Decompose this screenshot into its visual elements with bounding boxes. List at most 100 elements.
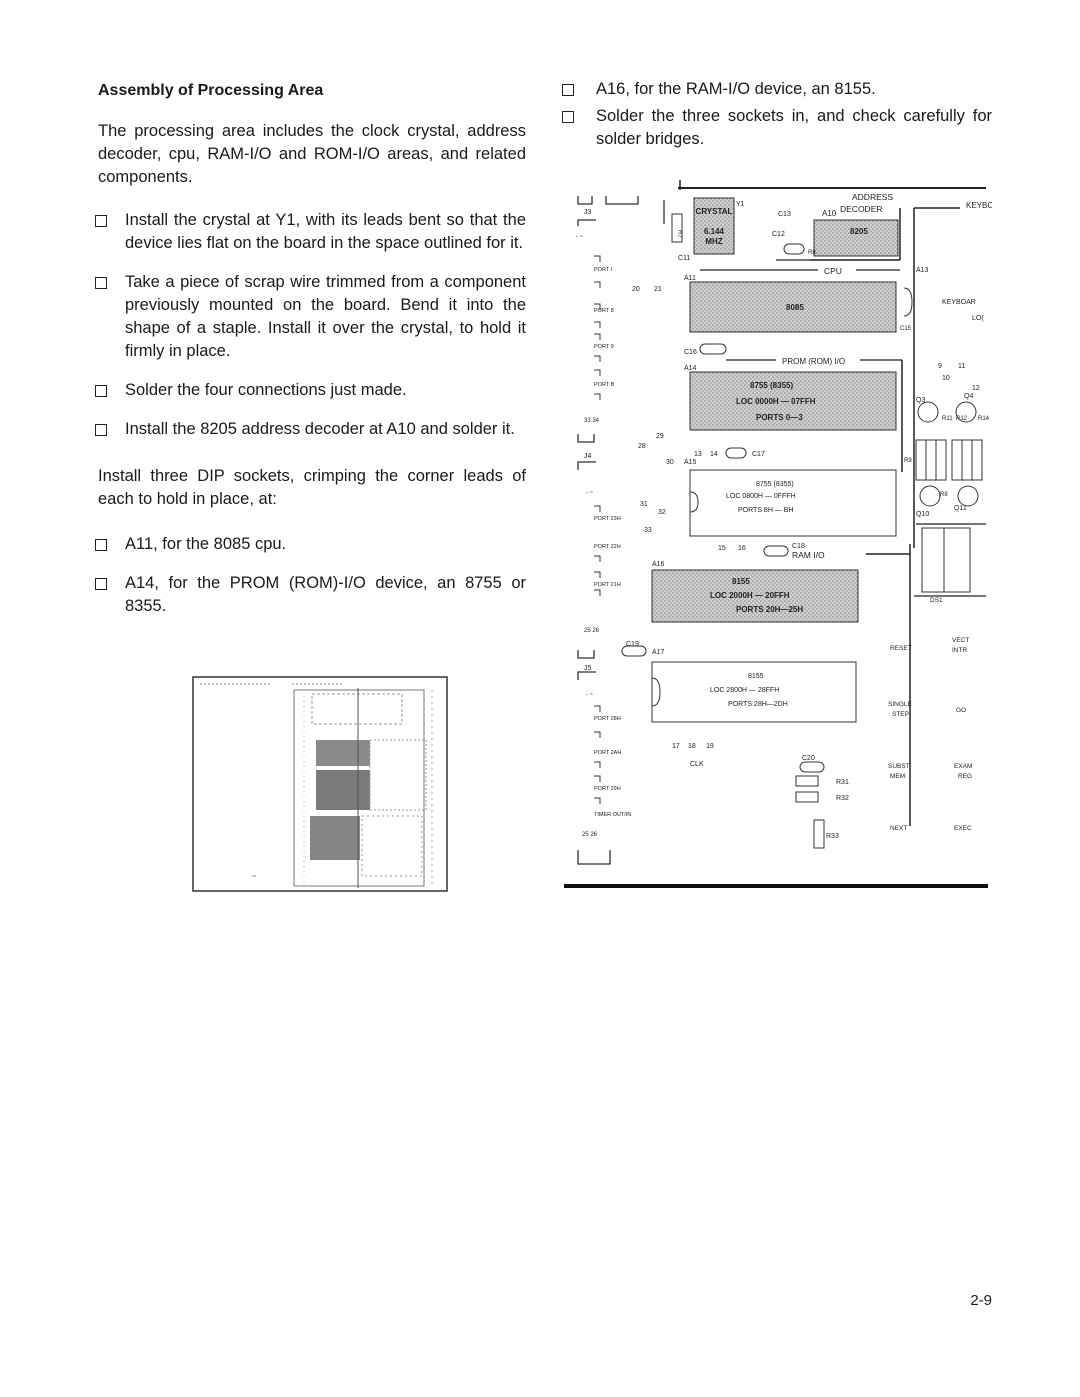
checklist-text: Solder the four connections just made. [125, 381, 407, 399]
a15-label: A15 [684, 459, 697, 466]
next-key: NEXT [890, 825, 907, 832]
checklist-item: A14, for the PROM (ROM)-I/O device, an 8… [95, 572, 526, 618]
a17-label: A17 [652, 649, 665, 656]
checklist-text: A11, for the 8085 cpu. [125, 535, 287, 553]
intro-paragraph: The processing area includes the clock c… [98, 122, 526, 186]
pin-21: 21 [654, 286, 662, 293]
keyboar-label: KEYBOAR [942, 299, 976, 306]
lo-label: LO( [972, 315, 984, 322]
mem-key: MEM [890, 773, 905, 780]
checkbox[interactable] [95, 215, 107, 227]
pin-28: 28 [638, 443, 646, 450]
r33-label: R33 [826, 833, 839, 840]
checkbox[interactable] [95, 539, 107, 551]
q4-label: Q4 [964, 393, 973, 400]
pin-19: 19 [706, 743, 714, 750]
clk-label: CLK [690, 761, 704, 768]
pin-11: 11 [958, 363, 965, 370]
go-key: GO [956, 707, 966, 714]
ds1-label: DS1 [930, 597, 943, 604]
c13-label: C13 [778, 211, 791, 218]
r14-label: R14 [978, 416, 990, 422]
checkbox[interactable] [562, 84, 574, 96]
svg-text:25 26: 25 26 [584, 628, 600, 634]
decoder-label: DECODER [840, 204, 883, 214]
checkbox[interactable] [95, 385, 107, 397]
svg-text:- ~: - ~ [576, 234, 584, 240]
j3-label: J3 [584, 209, 592, 216]
checklist-text: Install the crystal at Y1, with its lead… [125, 211, 526, 252]
pin-13: 13 [694, 451, 702, 458]
keybo-label: KEYBO [966, 201, 992, 210]
checklist-item: Solder the three sockets in, and check c… [562, 105, 992, 151]
sockets-paragraph: Install three DIP sockets, crimping the … [98, 467, 526, 508]
checklist-item: Solder the four connections just made. [95, 379, 526, 402]
c18-label: C18 [792, 543, 805, 550]
checkbox[interactable] [95, 578, 107, 590]
chip-8155: 8155 [732, 577, 750, 586]
crystal-freq: 6.144 [704, 227, 725, 236]
checkbox[interactable] [95, 424, 107, 436]
pin-18: 18 [688, 743, 696, 750]
pin-33: 33 [644, 527, 652, 534]
port-8-label: PORT 8 [594, 308, 614, 314]
chip-8085: 8085 [786, 303, 804, 312]
single-key: SINGLE [888, 701, 913, 708]
loc-2000: LOC 2000H — 20FFH [710, 591, 790, 600]
checklist-item: Install the crystal at Y1, with its lead… [95, 209, 526, 255]
vect-key: VECT [952, 637, 969, 644]
address-label: ADDRESS [852, 192, 893, 202]
timer-label: TIMER OUT/IN [594, 812, 631, 818]
pin-16: 16 [738, 545, 746, 552]
ports-28h: PORTS 28H—2DH [728, 701, 788, 708]
cpu-label: CPU [824, 266, 842, 276]
pin-20: 20 [632, 286, 640, 293]
exec-key: EXEC [954, 825, 972, 832]
a15-chip: 8755 (8355) [756, 481, 794, 488]
exam-key: EXAM [954, 763, 972, 770]
r8-label: R8 [808, 250, 816, 256]
pin-31: 31 [640, 501, 648, 508]
a16-label: A16 [652, 561, 665, 568]
prom-label: PROM (ROM) I/O [782, 357, 845, 366]
a17-chip: 8155 [748, 673, 764, 680]
c11-label: C11 [678, 255, 690, 262]
r9-label: R9 [904, 458, 912, 464]
c17-label: C17 [752, 451, 765, 458]
port-23h-label: PORT 23H [594, 516, 621, 522]
a11-label: A11 [684, 275, 696, 282]
c15-label: C15 [900, 326, 912, 332]
checklist-item: Take a piece of scrap wire trimmed from … [95, 271, 526, 363]
board-layout-diagram: J3 - ~ PORT I 20 21 PORT 8 PORT 9 PORT B… [564, 180, 992, 888]
board-thumbnail-image [192, 676, 448, 892]
pin-32: 32 [658, 509, 666, 516]
y1-label: Y1 [736, 201, 745, 208]
ports-8h: PORTS 8H — BH [738, 507, 794, 514]
j4-label: J4 [584, 453, 592, 460]
checklist-item: A16, for the RAM-I/O device, an 8155. [562, 78, 992, 101]
svg-text:25 26: 25 26 [582, 832, 598, 838]
pin-10: 10 [942, 375, 950, 382]
port-2ah-label: PORT 2AH [594, 750, 621, 756]
crystal-unit: MHZ [705, 237, 722, 246]
left-column: Assembly of Processing Area The processi… [95, 82, 526, 634]
ram-io-label: RAM I/O [792, 550, 825, 560]
reset-key: RESET [890, 645, 912, 652]
c12-label: C12 [772, 231, 785, 238]
port-28h-label: PORT 28H [594, 716, 621, 722]
port-29h-label: PORT 29H [594, 786, 621, 792]
checkbox[interactable] [95, 277, 107, 289]
a14-label: A14 [684, 365, 697, 372]
ports-20h: PORTS 20H—25H [736, 605, 803, 614]
checklist-item: A11, for the 8085 cpu. [95, 533, 526, 556]
checkbox[interactable] [562, 111, 574, 123]
q11-label: Q11 [954, 505, 967, 512]
chip-8205: 8205 [850, 227, 868, 236]
port-i-label: PORT I [594, 267, 613, 273]
reg-key: REG [958, 773, 972, 780]
page-number: 2-9 [970, 1292, 992, 1309]
checklist-item: Install the 8205 address decoder at A10 … [95, 418, 526, 441]
svg-text:- ~: - ~ [586, 490, 594, 496]
checklist-text: Install the 8205 address decoder at A10 … [125, 420, 515, 438]
pin-14: 14 [710, 451, 718, 458]
